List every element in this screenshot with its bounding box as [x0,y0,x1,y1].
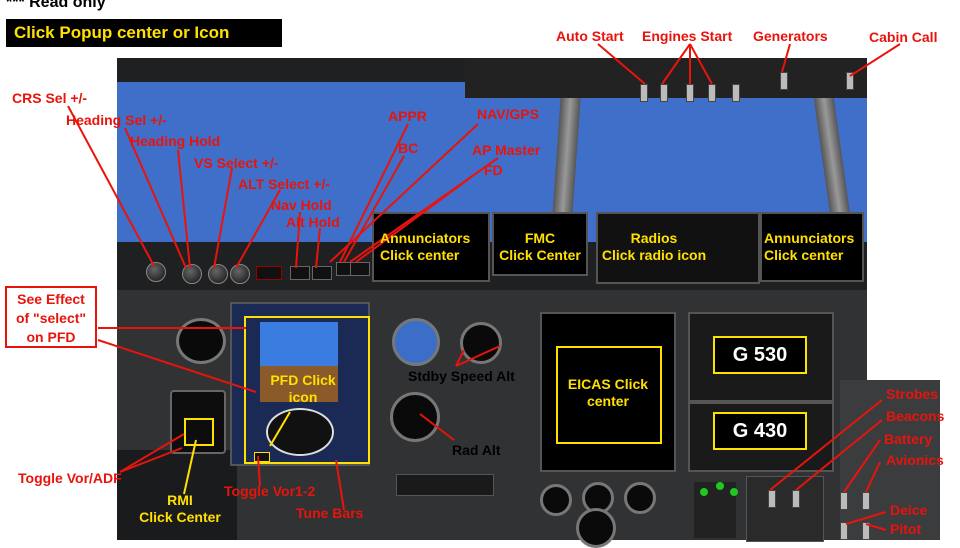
eicas-popup-label: EICAS Click center [567,376,649,409]
bc-label: BC [398,140,419,156]
lower-gauge-1 [540,484,572,516]
avionics-label: Avionics [886,452,944,468]
stdby-speed-alt-label: Stdby Speed Alt [408,368,515,384]
standby-speed-gauge [460,322,502,364]
popup-instruction-banner: Click Popup center or Icon [6,19,282,47]
ap-master-label: AP Master [472,142,541,158]
cabin-call-switch[interactable] [846,72,854,90]
pfd-popup-box[interactable] [244,316,370,464]
crs-sel-knob[interactable] [146,262,166,282]
switch-panel [840,380,940,540]
annunciators-left-popup-label: Annunciators Click center [380,230,471,263]
nav-hold-label: Nav Hold [271,197,332,213]
pfd-ground [260,366,338,402]
rmi-instrument[interactable] [170,390,226,454]
ap-button-block[interactable] [256,266,282,280]
alt-hold-label: Alt Hold [286,214,340,230]
alt-hold-button[interactable] [312,266,332,280]
eicas-screen[interactable] [540,312,676,472]
toggle-vor-adf-label: Toggle Vor/ADF [18,470,122,486]
annunciators-right-screen[interactable] [760,212,864,282]
gear-light-nose [716,482,724,490]
fd-button[interactable] [350,262,370,276]
avionics-switch[interactable] [862,492,870,510]
lower-gauge-3 [624,482,656,514]
nav-gps-label: NAV/GPS [477,106,539,122]
engine-start-switch-2[interactable] [686,84,694,102]
strobes-switch[interactable] [768,490,776,508]
beacons-switch[interactable] [792,490,800,508]
generator-switch[interactable] [780,72,788,90]
appr-label: APPR [388,108,427,124]
cabin-call-label: Cabin Call [869,29,938,45]
strobes-label: Strobes [886,386,939,402]
beacons-label: Beacons [886,408,945,424]
clock-gauge [176,318,226,364]
light-switch-panel [746,476,824,542]
g430-button[interactable]: G 430 [713,412,807,450]
alt-select-knob[interactable] [230,264,250,284]
fmc-screen[interactable] [492,212,588,276]
engine-start-switch-3[interactable] [708,84,716,102]
engine-start-switch-1[interactable] [660,84,668,102]
battery-label: Battery [884,431,933,447]
vs-select-knob[interactable] [208,264,228,284]
pfd-sky [260,322,338,366]
battery-switch[interactable] [840,492,848,510]
annunciators-right-popup-label: Annunciators Click center [764,230,855,263]
fmc-popup-label: FMC Click Center [499,230,581,263]
pfd-icon[interactable] [254,452,270,462]
rmi-popup-box[interactable] [184,418,214,446]
nav-hold-button[interactable] [290,266,310,280]
rmi-popup-label: RMI Click Center [139,492,221,525]
radios-popup-label: Radios Click radio icon [601,230,707,263]
toggle-vor12-label: Toggle Vor1-2 [224,483,316,499]
see-effect-pfd-label: See Effect of "select" on PFD [5,286,97,348]
pfd-popup-label: PFD Click icon [270,372,336,405]
auto-start-label: Auto Start [556,28,624,44]
heading-hold-label: Heading Hold [130,133,221,149]
annunciators-left-screen[interactable] [372,212,490,282]
engines-start-label: Engines Start [642,28,733,44]
eicas-popup-box[interactable] [556,346,662,444]
g530-button[interactable]: G 530 [713,336,807,374]
read-only-note: *** Read only [6,0,106,11]
heading-sel-knob[interactable] [182,264,202,284]
heading-sel-label: Heading Sel +/- [66,112,167,128]
tune-bars-label: Tune Bars [296,505,364,521]
auto-start-switch[interactable] [640,84,648,102]
vs-select-label: VS Select +/- [194,155,279,171]
radar-altimeter-gauge [390,392,440,442]
generators-label: Generators [753,28,828,44]
radios-screen[interactable] [596,212,760,284]
crs-sel-label: CRS Sel +/- [12,90,88,106]
pitot-label: Pitot [890,521,922,537]
autopilot-mode-strip[interactable] [396,474,494,496]
engine-start-switch-4[interactable] [732,84,740,102]
gear-light-right [730,488,738,496]
standby-attitude-gauge [392,318,440,366]
alt-select-label: ALT Select +/- [238,176,330,192]
fd-label: FD [484,162,503,178]
rad-alt-label: Rad Alt [452,442,501,458]
deice-label: Deice [890,502,928,518]
gear-light-left [700,488,708,496]
